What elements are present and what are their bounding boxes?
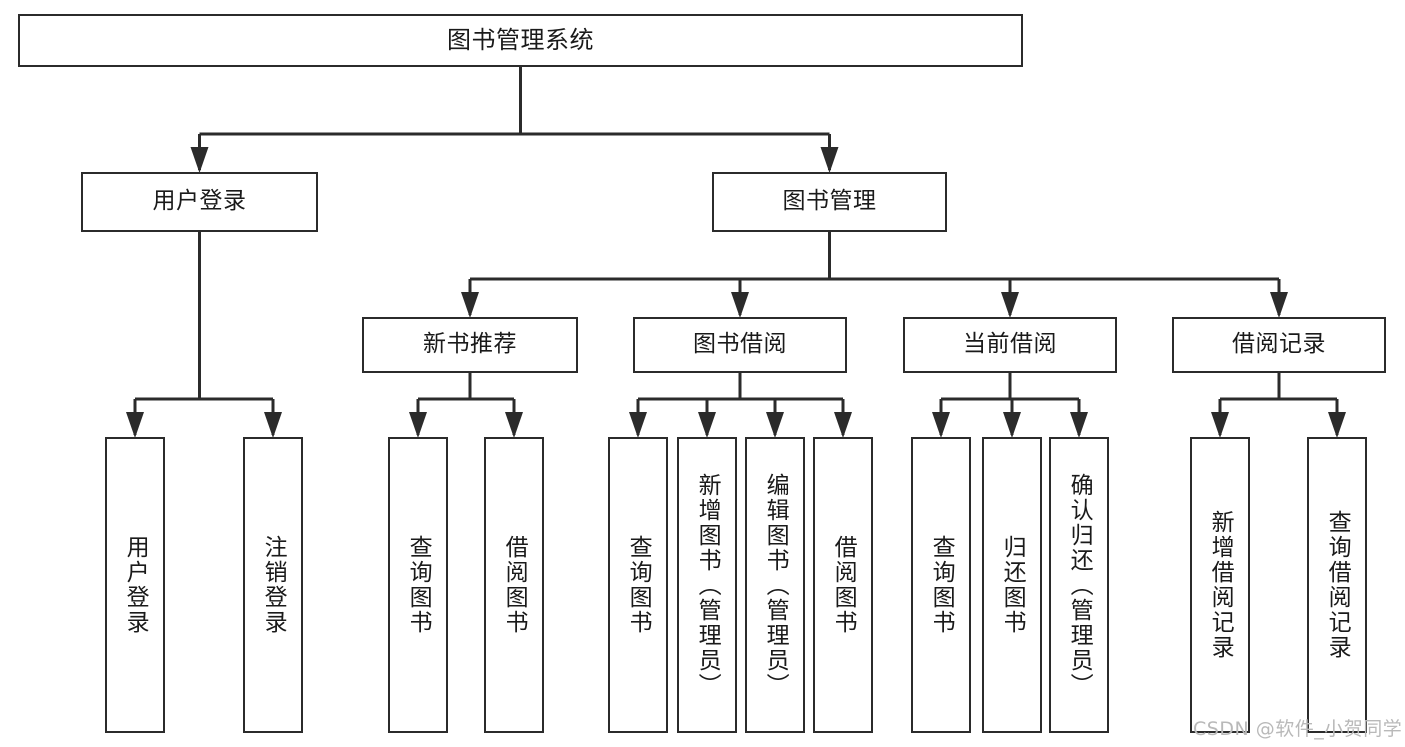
node-label: 查询图书 (405, 535, 432, 635)
node-user-login[interactable]: 用户登录 (81, 172, 318, 232)
node-leaf-bb-borrow[interactable]: 借阅图书 (813, 437, 873, 733)
node-label: 当前借阅 (963, 331, 1057, 358)
node-new-book-rec[interactable]: 新书推荐 (362, 317, 578, 373)
node-label: 确认归还（管理员） (1066, 472, 1093, 698)
node-leaf-bb-edit[interactable]: 编辑图书（管理员） (745, 437, 805, 733)
node-label: 图书管理 (782, 188, 877, 215)
node-label: 借阅图书 (830, 535, 857, 635)
node-label: 编辑图书（管理员） (762, 472, 789, 698)
node-leaf-bb-query[interactable]: 查询图书 (608, 437, 668, 733)
node-current-borrow[interactable]: 当前借阅 (903, 317, 1117, 373)
node-label: 新增借阅记录 (1207, 510, 1234, 660)
node-label: 查询图书 (625, 535, 652, 635)
node-borrow-record[interactable]: 借阅记录 (1172, 317, 1386, 373)
node-label: 图书管理系统 (447, 26, 594, 55)
csdn-watermark: CSDN @软件_小贺同学 (1193, 718, 1403, 740)
node-label: 用户登录 (152, 188, 247, 215)
node-leaf-rec-borrow[interactable]: 借阅图书 (484, 437, 544, 733)
node-leaf-user-login[interactable]: 用户登录 (105, 437, 165, 733)
node-label: 借阅记录 (1232, 331, 1326, 358)
node-leaf-br-add[interactable]: 新增借阅记录 (1190, 437, 1250, 733)
node-label: 新书推荐 (423, 331, 517, 358)
node-leaf-cb-confirm[interactable]: 确认归还（管理员） (1049, 437, 1109, 733)
node-leaf-user-logout[interactable]: 注销登录 (243, 437, 303, 733)
node-label: 查询借阅记录 (1324, 510, 1351, 660)
node-leaf-cb-query[interactable]: 查询图书 (911, 437, 971, 733)
node-book-borrow[interactable]: 图书借阅 (633, 317, 847, 373)
node-label: 查询图书 (928, 535, 955, 635)
node-label: 归还图书 (999, 535, 1026, 635)
node-label: 用户登录 (122, 535, 149, 635)
node-leaf-rec-query[interactable]: 查询图书 (388, 437, 448, 733)
node-book-manage[interactable]: 图书管理 (712, 172, 947, 232)
node-root[interactable]: 图书管理系统 (18, 14, 1023, 67)
node-label: 借阅图书 (501, 535, 528, 635)
node-label: 新增图书（管理员） (694, 472, 721, 698)
node-leaf-br-query[interactable]: 查询借阅记录 (1307, 437, 1367, 733)
node-label: 注销登录 (260, 535, 287, 635)
node-leaf-cb-return[interactable]: 归还图书 (982, 437, 1042, 733)
node-leaf-bb-add[interactable]: 新增图书（管理员） (677, 437, 737, 733)
node-label: 图书借阅 (693, 331, 787, 358)
